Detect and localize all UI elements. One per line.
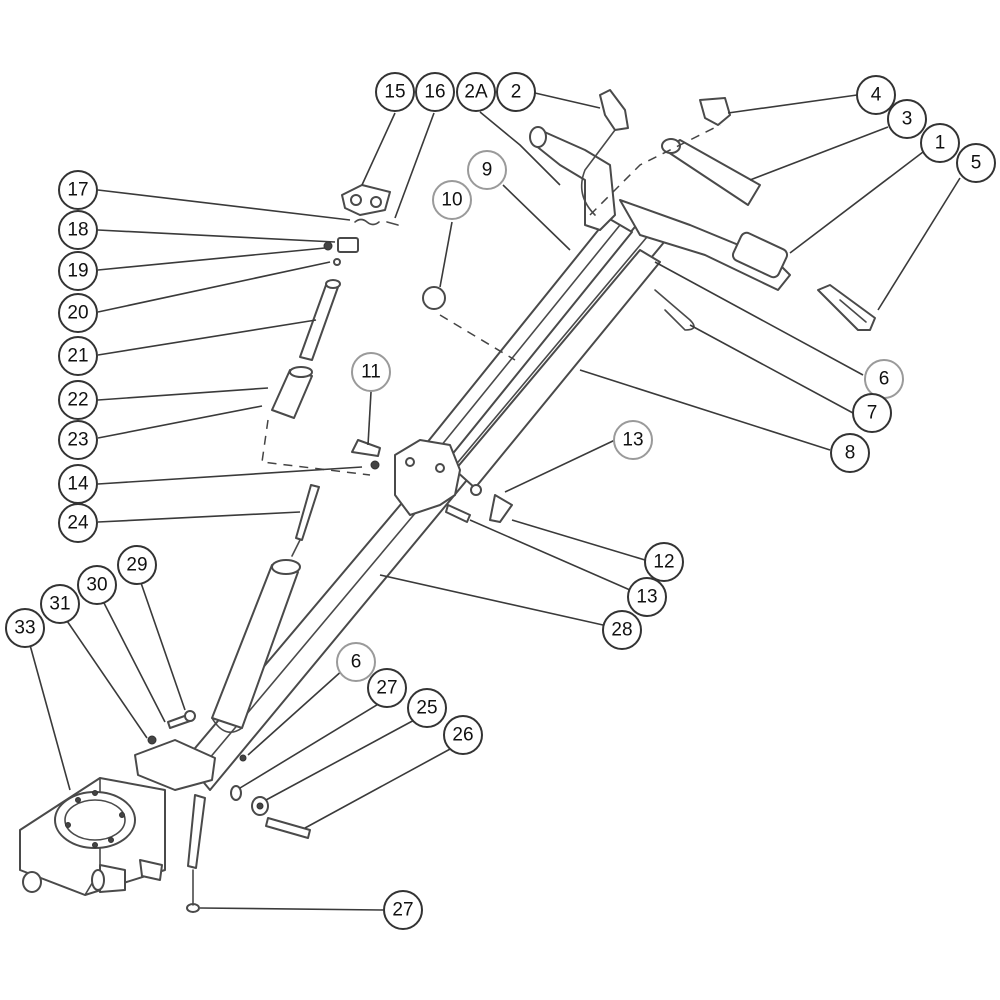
- callout-16: 16: [415, 72, 455, 112]
- base-plate: [134, 710, 216, 913]
- callout-3: 3: [887, 99, 927, 139]
- hardware: [230, 754, 311, 839]
- handlebar: [529, 97, 791, 291]
- callout-10-label: 10: [441, 190, 462, 211]
- callout-10: 10: [432, 180, 472, 220]
- callout-30-label: 30: [86, 575, 107, 596]
- callout-29: 29: [117, 545, 157, 585]
- handle-tube-inner: [404, 217, 661, 489]
- callout-21-label: 21: [67, 346, 88, 367]
- callout-4: 4: [856, 75, 896, 115]
- callout-14-label: 14: [67, 474, 89, 495]
- callout-1: 1: [920, 123, 960, 163]
- callout-13-lower-label: 13: [636, 587, 657, 608]
- callout-30: 30: [77, 565, 117, 605]
- callout-27-lower-label: 27: [392, 900, 413, 921]
- callout-13-upper-label: 13: [622, 430, 643, 451]
- callout-26: 26: [443, 715, 483, 755]
- callout-3-label: 3: [902, 109, 913, 130]
- gearbox: [19, 777, 166, 896]
- callout-19-label: 19: [67, 261, 88, 282]
- callout-25: 25: [407, 688, 447, 728]
- top-fittings: [323, 184, 399, 266]
- callout-31-label: 31: [49, 594, 70, 615]
- callout-6-lower-label: 6: [351, 652, 362, 673]
- pin-and-knob: [422, 286, 695, 331]
- callout-12-label: 12: [653, 552, 674, 573]
- callout-19: 19: [58, 251, 98, 291]
- alignment-lines: [261, 124, 721, 476]
- callout-2a: 2A: [456, 72, 496, 112]
- callout-7: 7: [852, 393, 892, 433]
- callout-23: 23: [58, 420, 98, 460]
- callout-23-label: 23: [67, 430, 88, 451]
- callout-1-label: 1: [935, 133, 946, 154]
- callout-2a-label: 2A: [464, 82, 488, 103]
- callout-18-label: 18: [67, 220, 88, 241]
- callout-7-label: 7: [867, 403, 878, 424]
- callout-21: 21: [58, 336, 98, 376]
- throttle-and-lever: [580, 89, 876, 331]
- callout-28: 28: [602, 610, 642, 650]
- callout-13-upper: 13: [613, 420, 653, 460]
- callout-11: 11: [351, 352, 391, 392]
- rod-assembly: [271, 279, 341, 557]
- callout-8-label: 8: [845, 443, 856, 464]
- lower-tube: [211, 559, 301, 734]
- callout-27-upper: 27: [367, 668, 407, 708]
- callout-6-lower: 6: [336, 642, 376, 682]
- callout-8: 8: [830, 433, 870, 473]
- callout-31: 31: [40, 584, 80, 624]
- callout-33-label: 33: [14, 618, 35, 639]
- callout-24-label: 24: [67, 513, 89, 534]
- callout-12: 12: [644, 542, 684, 582]
- callout-18: 18: [58, 210, 98, 250]
- callout-15-label: 15: [384, 82, 405, 103]
- callout-2-label: 2: [511, 82, 522, 103]
- callout-6-upper: 6: [864, 359, 904, 399]
- callout-16-label: 16: [424, 82, 445, 103]
- callout-15: 15: [375, 72, 415, 112]
- callout-5: 5: [956, 143, 996, 183]
- callout-29-label: 29: [126, 555, 147, 576]
- callout-27-upper-label: 27: [376, 678, 397, 699]
- callout-6-upper-label: 6: [879, 369, 890, 390]
- leader-lines: [29, 92, 961, 911]
- callout-9: 9: [467, 150, 507, 190]
- callout-22: 22: [58, 380, 98, 420]
- callout-5-label: 5: [971, 153, 982, 174]
- callout-14: 14: [58, 464, 98, 504]
- callout-4-label: 4: [871, 85, 882, 106]
- callout-9-label: 9: [482, 160, 493, 181]
- callout-22-label: 22: [67, 390, 88, 411]
- callout-11-label: 11: [361, 362, 381, 383]
- callout-17-label: 17: [67, 180, 88, 201]
- bracket-assembly: [351, 439, 513, 523]
- callout-20: 20: [58, 293, 98, 333]
- callout-26-label: 26: [452, 725, 473, 746]
- callout-13-lower: 13: [627, 577, 667, 617]
- callout-27-lower: 27: [383, 890, 423, 930]
- callout-33: 33: [5, 608, 45, 648]
- callout-24: 24: [58, 503, 98, 543]
- callout-2: 2: [496, 72, 536, 112]
- callout-20-label: 20: [67, 303, 88, 324]
- callout-25-label: 25: [416, 698, 437, 719]
- callout-17: 17: [58, 170, 98, 210]
- callout-28-label: 28: [611, 620, 632, 641]
